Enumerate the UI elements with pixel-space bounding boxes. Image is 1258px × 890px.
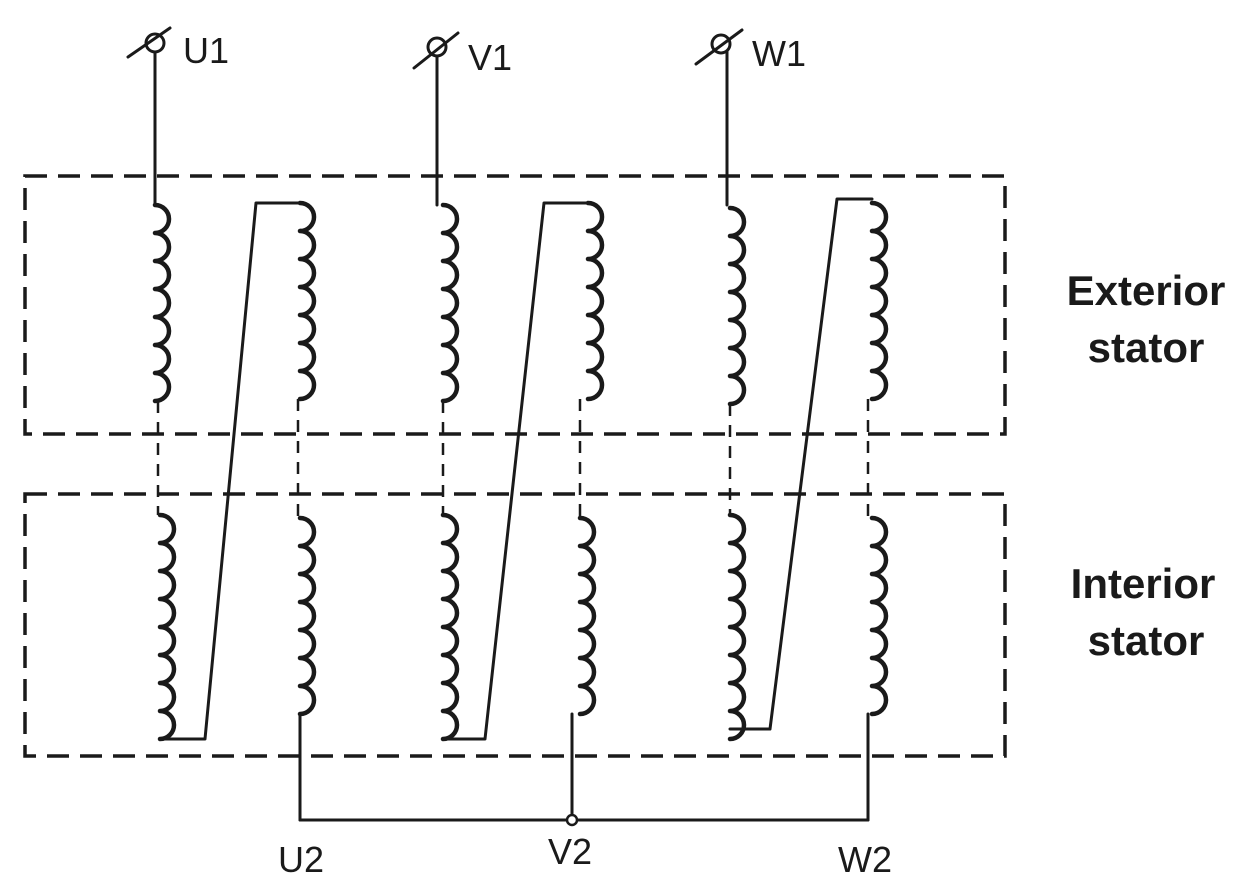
label-u2: U2 [278,839,324,880]
terminal-w1 [694,28,744,66]
label-v2: V2 [548,831,592,872]
coil-v-exterior-right [585,200,605,402]
exterior-stator-box [23,174,1007,436]
label-w2: W2 [838,839,892,880]
coil-w-exterior-left [727,205,747,407]
label-v1: V1 [468,37,512,78]
phase-w [725,43,889,822]
coil-w-interior-left [727,512,747,742]
exterior-stator-label-line2: stator [1088,324,1205,371]
phase-v [435,43,605,822]
interior-stator-label-line1: Interior [1071,560,1216,607]
coil-v-interior-left [440,512,460,742]
label-w1: W1 [752,33,806,74]
phase-u [152,43,317,822]
coil-v-interior-right [577,515,597,717]
terminal-v1 [412,31,460,70]
star-node [565,813,579,827]
coil-u-exterior-left [152,202,172,404]
terminal-u1 [126,26,172,59]
coil-u-exterior-right [297,200,317,402]
coil-w-exterior-right [869,200,889,402]
interior-stator-label-line2: stator [1088,617,1205,664]
interior-stator-box [23,492,1007,758]
coil-v-exterior-left [440,202,460,404]
coil-w-interior-right [869,515,889,717]
coil-u-interior-left [157,512,177,742]
label-u1: U1 [183,30,229,71]
exterior-stator-label-line1: Exterior [1067,267,1226,314]
coil-u-interior-right [297,515,317,717]
